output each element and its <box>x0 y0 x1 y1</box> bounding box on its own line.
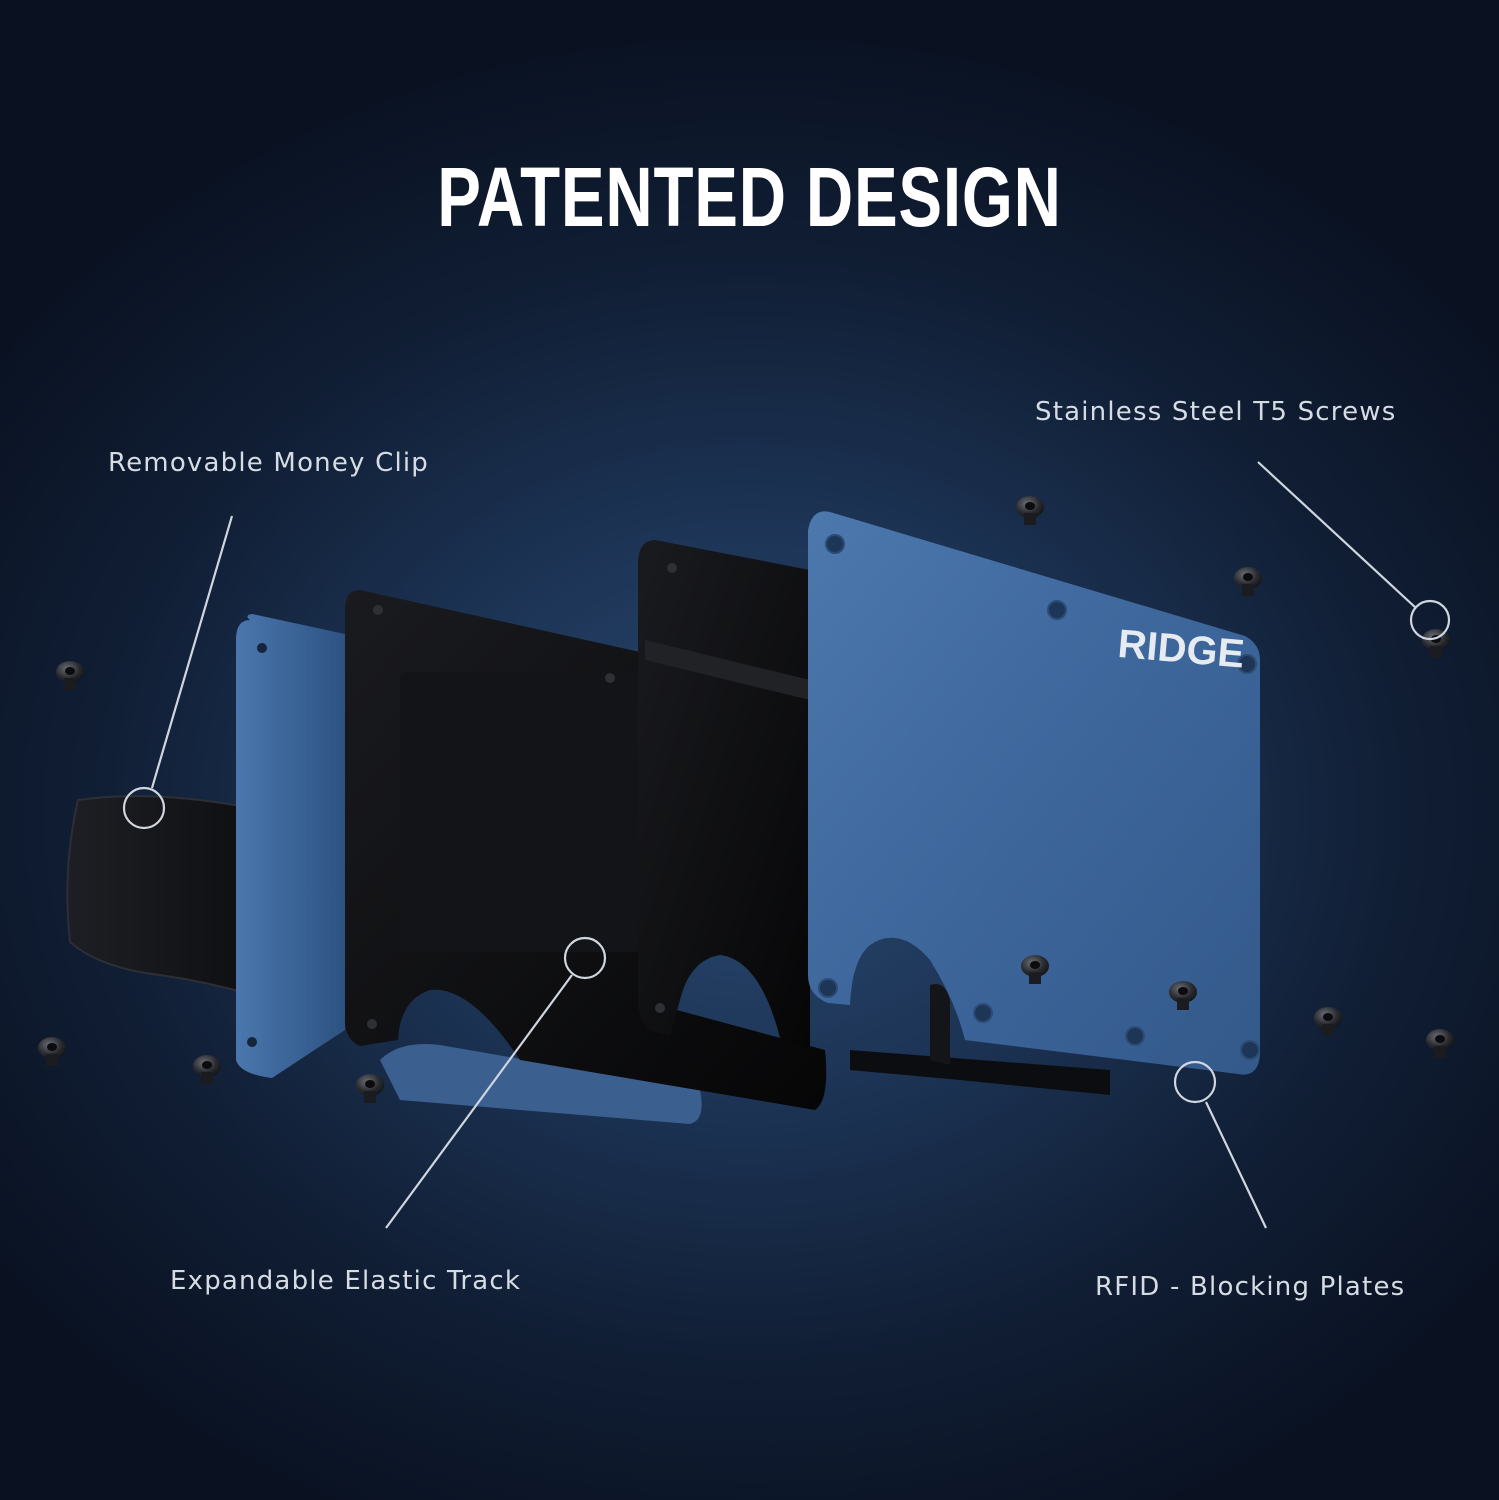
callout-circle-icon <box>122 786 166 830</box>
callout-money-clip <box>122 515 234 830</box>
callout-screws <box>1257 461 1451 641</box>
screw-icon <box>1422 629 1450 658</box>
callout-label-elastic-track: Expandable Elastic Track <box>170 1266 522 1296</box>
middle-black-plate <box>638 540 810 1050</box>
screw-icon <box>1314 1007 1342 1036</box>
callout-label-money-clip: Removable Money Clip <box>108 448 430 478</box>
callout-elastic <box>385 936 607 1229</box>
screw-icon <box>1016 496 1044 525</box>
callout-rfid <box>1173 1060 1267 1229</box>
callout-circle-icon <box>1409 599 1451 641</box>
rear-blue-plate <box>236 614 345 1078</box>
callout-label-rfid-plates: RFID - Blocking Plates <box>1095 1272 1406 1302</box>
brand-logo: RIDGE <box>1116 622 1246 677</box>
elastic-band <box>400 672 640 952</box>
screw-icon <box>1426 1029 1454 1058</box>
callout-label-screws: Stainless Steel T5 Screws <box>1035 397 1397 427</box>
screw-icon <box>356 1074 384 1103</box>
screw-icon <box>193 1055 221 1084</box>
page-title: PATENTED DESIGN <box>437 150 1062 244</box>
screw-icon <box>56 661 84 690</box>
screw-icon <box>1234 567 1262 596</box>
front-blue-plate <box>808 511 1260 1075</box>
callout-circle-icon <box>1173 1060 1217 1104</box>
callout-circle-icon <box>563 936 607 980</box>
screw-icon <box>38 1037 66 1066</box>
